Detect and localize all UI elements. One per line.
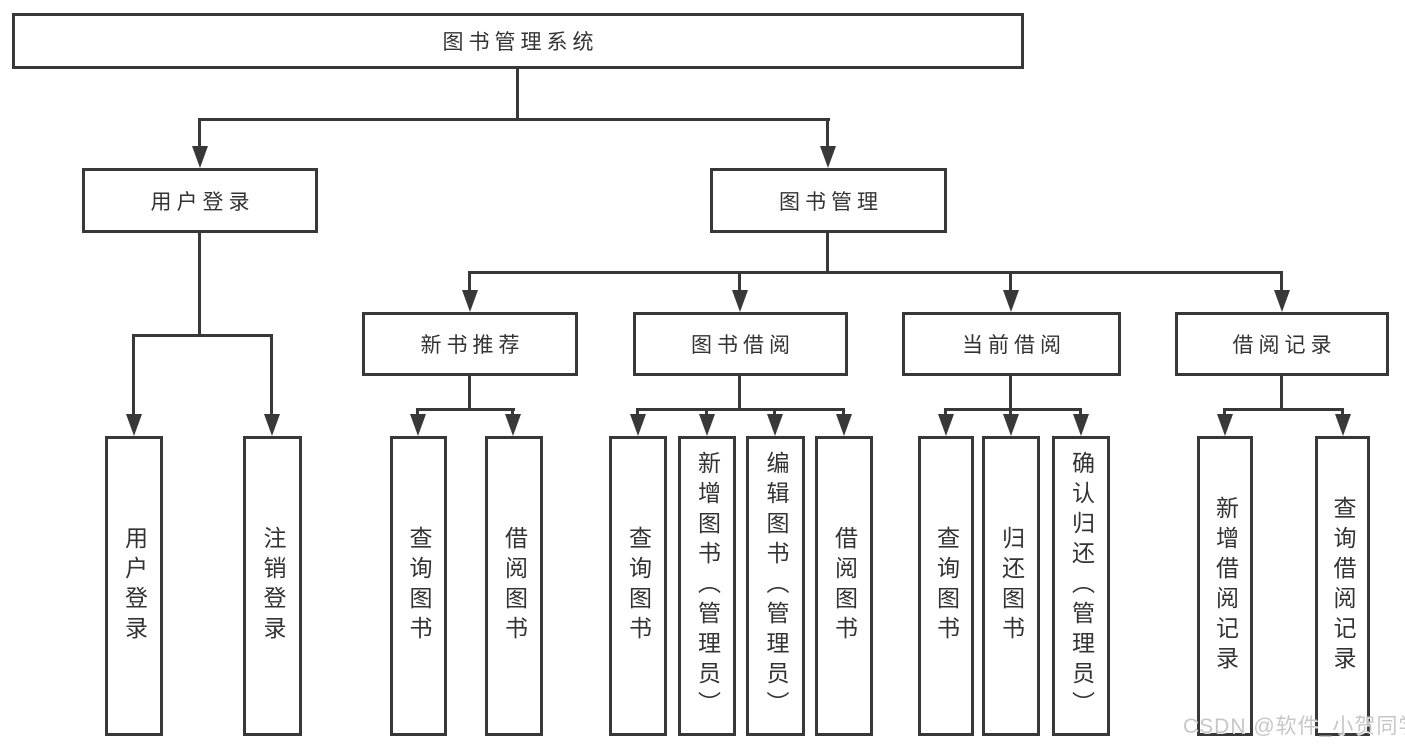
connector-stem-leaf	[773, 408, 776, 418]
arrow-down-icon	[1217, 414, 1233, 436]
connector-stem-book-management	[826, 118, 829, 150]
arrow-down-icon	[836, 414, 852, 436]
leaf-label: 查询图书	[406, 526, 432, 646]
arrow-down-icon	[505, 414, 521, 436]
leaf-label: 查询图书	[625, 526, 652, 646]
arrow-down-icon	[732, 290, 748, 312]
connector-stem-new-book	[468, 271, 471, 294]
leaf-label: 查询图书	[933, 526, 960, 646]
arrow-down-icon	[820, 146, 836, 168]
node-book-management: 图书管理	[710, 168, 947, 233]
connector-stem-user-login	[198, 118, 201, 150]
leaf-query-borrow-record: 查询借阅记录	[1315, 436, 1370, 736]
connector-group-span	[1223, 408, 1344, 411]
leaf-label: 确认归还（管理员）	[1068, 451, 1095, 721]
leaf-label: 新增图书（管理员）	[694, 451, 721, 721]
node-new-book-recommend: 新书推荐	[362, 312, 578, 376]
connector-group-span	[944, 408, 1082, 411]
leaf-borrow-book: 借阅图书	[815, 436, 873, 736]
connector-group-span	[636, 408, 845, 411]
connector-stem-leaf	[511, 408, 514, 418]
leaf-return-book: 归还图书	[982, 436, 1040, 736]
arrow-down-icon	[699, 414, 715, 436]
connector-stem-leaf	[1079, 408, 1082, 418]
arrow-down-icon	[126, 414, 142, 436]
connector-group-drop	[1009, 376, 1012, 411]
arrow-down-icon	[264, 414, 280, 436]
arrow-down-icon	[462, 290, 478, 312]
arrow-down-icon	[767, 414, 783, 436]
connector-stem-book-borrow	[738, 271, 741, 294]
connector-stem-leaf	[132, 334, 135, 418]
connector-stem-leaf	[416, 408, 419, 418]
connector-stem-current-borrow	[1009, 271, 1012, 294]
node-user-login: 用户登录	[82, 168, 318, 233]
arrow-down-icon	[1003, 414, 1019, 436]
leaf-add-borrow-record: 新增借阅记录	[1197, 436, 1253, 736]
arrow-down-icon	[1073, 414, 1089, 436]
leaf-query-book-borrow: 查询图书	[609, 436, 667, 736]
connector-stem-leaf	[1009, 408, 1012, 418]
leaf-label: 注销登录	[260, 526, 286, 646]
connector-stem-leaf	[944, 408, 947, 418]
connector-user-login-drop	[198, 233, 201, 337]
leaf-logout: 注销登录	[243, 436, 302, 736]
leaf-query-book-recommend: 查询图书	[390, 436, 447, 736]
arrow-down-icon	[1274, 290, 1290, 312]
csdn-watermark: CSDN @软件_小贺同学	[1183, 715, 1405, 738]
leaf-label: 借阅图书	[831, 526, 858, 646]
connector-book-management-span	[468, 271, 1283, 274]
connector-book-management-drop	[826, 233, 829, 274]
connector-root-span	[198, 118, 830, 121]
leaf-user-login: 用户登录	[105, 436, 163, 736]
connector-stem-leaf	[270, 334, 273, 418]
arrow-down-icon	[630, 414, 646, 436]
connector-stem-leaf	[1223, 408, 1226, 418]
node-current-borrow: 当前借阅	[902, 312, 1121, 376]
connector-group-drop	[1280, 376, 1283, 411]
connector-stem-leaf	[1341, 408, 1344, 418]
connector-stem-leaf	[636, 408, 639, 418]
leaf-label: 新增借阅记录	[1212, 496, 1239, 676]
leaf-edit-book-admin: 编辑图书（管理员）	[746, 436, 805, 736]
node-borrow-records: 借阅记录	[1175, 312, 1389, 376]
connector-stem-leaf	[705, 408, 708, 418]
leaf-label: 归还图书	[998, 526, 1025, 646]
connector-root-drop	[516, 69, 519, 120]
node-book-borrow: 图书借阅	[633, 312, 848, 376]
leaf-label: 编辑图书（管理员）	[763, 451, 789, 721]
connector-group-span	[416, 408, 515, 411]
leaf-label: 用户登录	[121, 526, 148, 646]
arrow-down-icon	[410, 414, 426, 436]
arrow-down-icon	[938, 414, 954, 436]
leaf-query-book-current: 查询图书	[918, 436, 974, 736]
leaf-add-book-admin: 新增图书（管理员）	[678, 436, 736, 736]
arrow-down-icon	[1335, 414, 1351, 436]
leaf-confirm-return-admin: 确认归还（管理员）	[1052, 436, 1110, 736]
connector-stem-leaf	[842, 408, 845, 418]
leaf-label: 查询借阅记录	[1330, 496, 1356, 676]
node-root: 图书管理系统	[12, 13, 1024, 69]
leaf-borrow-book-recommend: 借阅图书	[485, 436, 543, 736]
connector-user-login-span	[132, 334, 273, 337]
arrow-down-icon	[192, 146, 208, 168]
arrow-down-icon	[1003, 290, 1019, 312]
leaf-label: 借阅图书	[501, 526, 528, 646]
connector-group-drop	[468, 376, 471, 411]
connector-stem-borrow-records	[1280, 271, 1283, 294]
connector-group-drop	[738, 376, 741, 411]
